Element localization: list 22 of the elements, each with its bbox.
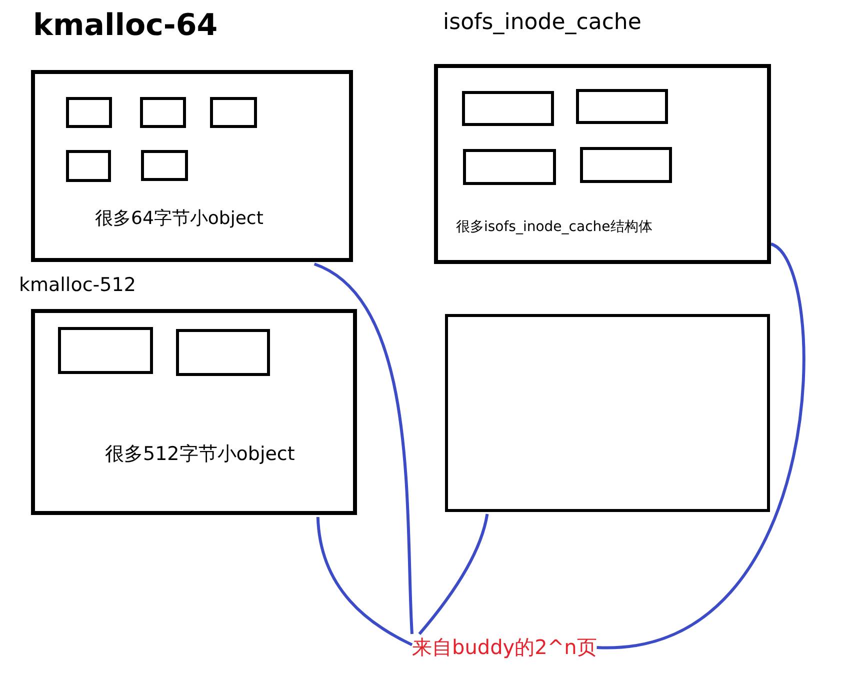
object-box <box>176 329 270 376</box>
object-box <box>580 147 672 183</box>
description-text: 很多512字节小object <box>105 442 295 467</box>
object-box <box>66 97 112 128</box>
description-text: 很多64字节小object <box>95 207 264 230</box>
cache-name: kmalloc-64 <box>33 8 218 43</box>
cache-name: isofs_inode_cache <box>443 10 642 35</box>
object-box <box>462 91 554 126</box>
page-box <box>445 314 770 512</box>
object-box <box>141 150 188 181</box>
curve-line <box>316 516 413 646</box>
curve-line <box>314 262 414 634</box>
object-box <box>576 89 668 124</box>
object-box <box>463 149 556 185</box>
object-box <box>66 150 111 182</box>
object-box <box>140 97 186 128</box>
description-text: 很多isofs_inode_cache结构体 <box>456 218 652 236</box>
object-box <box>210 97 257 128</box>
object-box <box>58 327 153 374</box>
cache-name: kmalloc-512 <box>19 274 136 296</box>
curve-line <box>418 514 489 635</box>
caption-text: 来自buddy的2^n页 <box>412 634 597 661</box>
